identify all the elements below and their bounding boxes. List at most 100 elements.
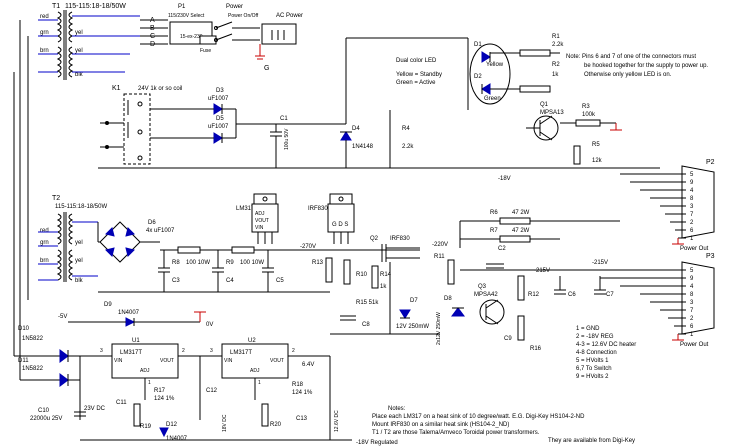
q1-value: MPSA13	[540, 110, 564, 116]
m5v-label: -5V	[58, 314, 67, 320]
t1-wire-yel2: yel	[75, 48, 83, 54]
r18-label: R18	[292, 382, 304, 388]
t1-wire-blk: blk	[75, 72, 84, 78]
r6-value: 47 2W	[512, 210, 530, 216]
notes-line-3: T1 / T2 are those Talema/Amveco Toroidal…	[372, 430, 540, 436]
ac-power-label: AC Power	[276, 13, 303, 19]
zero-v-label: 0V	[206, 322, 213, 328]
r9-value: 100 10W	[240, 260, 264, 266]
t2-label: T2	[52, 195, 60, 202]
t2-wire-yel: yel	[75, 240, 83, 246]
p2-pin-5: 5	[690, 172, 694, 178]
p2-pin-2: 2	[690, 220, 694, 226]
c2-label: C2	[498, 246, 506, 252]
u1-adj: ADJ	[140, 368, 150, 374]
c5-label: C5	[276, 278, 284, 284]
t2-wire-yel2: yel	[75, 258, 83, 264]
lm317-pkg-vout: VOUT	[255, 218, 269, 224]
v126dc-label: 12.6V DC	[334, 410, 340, 432]
t1-wire-brn: brn	[40, 48, 49, 54]
m18v-label: -18V	[498, 176, 511, 182]
c11-label: C11	[116, 400, 127, 406]
led-yellow-label: Yellow	[486, 62, 504, 68]
u1-label: U1	[132, 338, 140, 344]
r20-label: R20	[270, 422, 282, 428]
note-top-1: Note: Pins 6 and 7 of one of the connect…	[566, 54, 696, 60]
d7-label: D7	[410, 298, 418, 304]
u2-part: LM317T	[230, 350, 252, 356]
p2-pin-7: 7	[690, 212, 694, 218]
r5-label: R5	[592, 142, 600, 148]
power-sub-label: Power On/Off	[228, 13, 259, 19]
r1-label: R1	[552, 34, 560, 40]
r11-label: R11	[434, 254, 445, 260]
r3-label: R3	[582, 104, 590, 110]
r4-value: 2.2k	[402, 144, 414, 150]
t2-spec: 115-115:18-18/50W	[55, 204, 107, 210]
u1-vout: VOUT	[160, 358, 174, 364]
dual-led-outline	[469, 43, 511, 105]
pin-legend-3: 4-3 = 12.6V DC heater	[576, 342, 636, 348]
t1-wire-yel: yel	[75, 30, 83, 36]
d11-value: 1N5822	[22, 366, 44, 372]
v64-label: 6.4V	[302, 362, 314, 368]
t1-wire-grn: grn	[40, 30, 49, 36]
pin-legend-6: 6,7 To Switch	[576, 366, 612, 372]
d7-value: 12V 250mW	[396, 324, 429, 330]
u1-pin2: 2	[182, 348, 185, 354]
t2-wire-blk: blk	[75, 278, 84, 284]
d8-label: D8	[444, 296, 452, 302]
note-top-3: Otherwise only yellow LED is on.	[584, 72, 672, 78]
p3-pin-2: 2	[690, 316, 694, 322]
d3-value: uF1007	[208, 96, 229, 102]
r2-body	[519, 85, 551, 93]
lm317-pkg-adj: ADJ	[255, 211, 265, 217]
hv-regulator: Q2 IRF830 R10 R14 1k R15 51k C8 D7 12V 2…	[330, 236, 440, 335]
t1-label: T1	[52, 3, 60, 10]
input-section: A B C D P1 115/230V Select 15-ex-230 Fus…	[140, 4, 303, 72]
r8-value: 100 10W	[186, 260, 210, 266]
p2-pin-1: 1	[690, 236, 694, 242]
irf830-package: IRF830 G D S	[308, 193, 355, 244]
q2-value: IRF830	[390, 236, 410, 242]
p3-pin-4: 4	[690, 284, 694, 290]
u2-vout: VOUT	[270, 358, 284, 364]
m18reg-label: -18V Regulated	[356, 440, 398, 446]
p3-label: P3	[706, 253, 715, 260]
t2-wire-grn: grn	[40, 240, 49, 246]
m220v-label: -220V	[432, 242, 448, 248]
led-yellow-state: Yellow = Standby	[396, 72, 442, 78]
c23v-label: 23V DC	[84, 406, 106, 412]
u2-pin3: 3	[210, 348, 213, 354]
q3-label: Q3	[478, 284, 487, 290]
p3-pin-6: 6	[690, 324, 694, 330]
r8-label: R8	[172, 260, 180, 266]
q3-value: MPSA42	[474, 292, 498, 298]
u2-adj: ADJ	[250, 368, 260, 374]
p2-pin-4: 4	[690, 188, 694, 194]
p3-pin-1: 1	[690, 332, 694, 338]
u1-pin1: 1	[148, 380, 151, 386]
d4-value: 1N4148	[352, 144, 374, 150]
c13-label: C13	[296, 416, 308, 422]
irf830-pkg-gds: G D S	[332, 222, 348, 228]
d12-value: 1N4007	[166, 436, 188, 442]
q2-label: Q2	[370, 236, 379, 242]
r3-body	[575, 119, 601, 127]
r9-label: R9	[226, 260, 234, 266]
transformer-t1: T1 115-115:18-18/50W red grn yel brn yel…	[38, 3, 140, 80]
r17-label: R17	[154, 388, 166, 394]
p3-pin-3: 3	[690, 300, 694, 306]
led-green-label: Green	[484, 96, 501, 102]
r19-label: R19	[140, 424, 152, 430]
c9-label: C9	[504, 336, 512, 342]
r1-body	[519, 49, 551, 57]
c1-value: 100u 50V	[284, 128, 290, 150]
c4-label: C4	[226, 278, 234, 284]
c7-label: C7	[606, 292, 614, 298]
m270v-label: -270V	[300, 244, 316, 250]
notes-block: Notes: Place each LM317 on a heat sink o…	[372, 406, 635, 444]
c8-label: C8	[362, 322, 370, 328]
t2-wire-red: red	[40, 228, 49, 234]
r13-label: R13	[312, 260, 324, 266]
